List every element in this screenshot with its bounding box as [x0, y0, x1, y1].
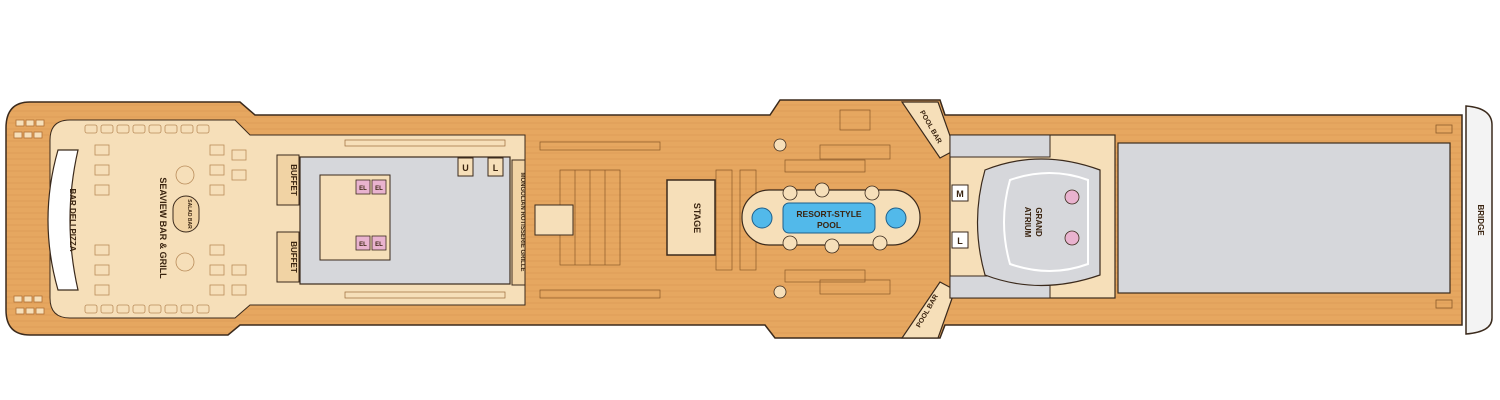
- elevator-fwd-1: [355, 179, 371, 195]
- el-fwd-4-label: EL: [375, 242, 383, 248]
- resort-pool-label-line1: RESORT-STYLE: [796, 209, 862, 219]
- salad-bar-counter: [172, 195, 200, 233]
- aft-indoor-block: [1117, 142, 1451, 294]
- pool-umbrellas: [773, 138, 888, 299]
- restroom-l-fwd-box: [487, 157, 504, 177]
- vent-bottom: [1435, 299, 1453, 309]
- aft-gray-top: [949, 134, 1051, 158]
- stage-label: STAGE: [692, 203, 702, 233]
- vent-top: [1435, 124, 1453, 134]
- atrium-glass-elevator-top: [1064, 189, 1080, 205]
- hot-tub-right: [885, 207, 907, 229]
- elevator-fwd-4: [371, 235, 387, 251]
- restroom-l-aft-box: [951, 231, 969, 249]
- hot-tub-left: [751, 207, 773, 229]
- bridge-label: BRIDGE: [1476, 204, 1485, 236]
- mongolian-grille-counter: [511, 159, 526, 286]
- mongolian-grille-label: MONGOLIAN ROTISSERIE GRILLE: [519, 172, 525, 271]
- buffet-counter-top: [276, 154, 300, 206]
- salad-bar-label: SALAD BAR: [186, 199, 192, 229]
- el-fwd-2-label: EL: [375, 186, 383, 192]
- resort-pool-label-line2: POOL: [817, 220, 841, 230]
- restroom-u-box: [457, 157, 474, 177]
- restroom-m-label: M: [956, 189, 964, 199]
- el-fwd-3-label: EL: [359, 242, 367, 248]
- buffet-counter-bottom: [276, 231, 300, 283]
- bar-deli-pizza-wall: [47, 149, 79, 291]
- seaview-bar-grill-label: SEAVIEW BAR & GRILL: [158, 177, 168, 279]
- fwd-lounge-chairs: [13, 119, 45, 315]
- bridge-wing: [1465, 105, 1493, 335]
- elevator-fwd-3: [355, 235, 371, 251]
- resort-pool-water: [782, 202, 876, 234]
- bar-deli-pizza-label: BAR DELI PIZZA: [68, 188, 77, 251]
- seaview-seating: [84, 124, 247, 314]
- restroom-u-label: U: [462, 163, 469, 173]
- restroom-l-fwd-label: L: [493, 163, 499, 173]
- railing-rows: [344, 139, 506, 299]
- buffet-bottom-label: BUFFET: [289, 241, 298, 273]
- stage-area: [666, 179, 716, 256]
- restroom-m-box: [951, 184, 969, 202]
- restroom-l-aft-label: L: [957, 236, 963, 246]
- grand-atrium-inner: [1003, 172, 1089, 272]
- fwd-elevators: [355, 179, 387, 251]
- el-fwd-1-label: EL: [359, 186, 367, 192]
- atrium-glass-elevator-bottom: [1064, 230, 1080, 246]
- grand-atrium-label-line2: ATRIUM: [1023, 207, 1032, 238]
- center-skylight: [534, 204, 574, 236]
- elevator-fwd-2: [371, 179, 387, 195]
- buffet-top-label: BUFFET: [289, 164, 298, 196]
- grand-atrium-label-line1: GRAND: [1034, 207, 1043, 237]
